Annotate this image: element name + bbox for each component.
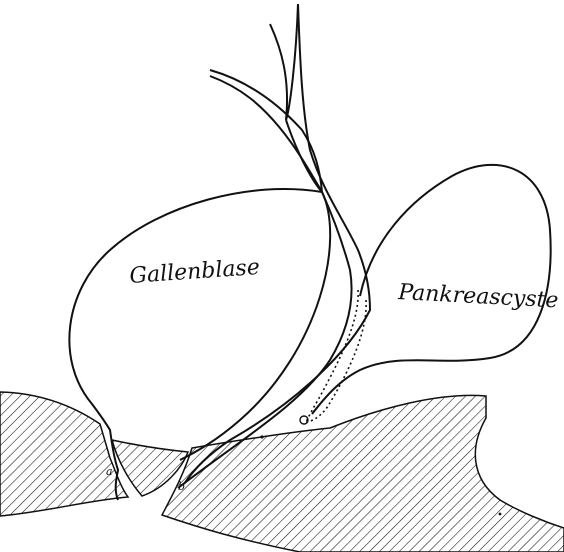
- hepatic-duct-left: [210, 70, 322, 192]
- tissue-left-segment: [0, 392, 128, 516]
- dotted-pancreatic-duct: [300, 290, 366, 424]
- marker-b-label: b: [178, 480, 185, 493]
- speck-mark: [499, 513, 502, 516]
- pancreatic-cyst-label: Pankreascyste: [397, 280, 559, 313]
- gallbladder-label: Gallenblase: [129, 255, 261, 289]
- tissue-right-segment: [162, 395, 564, 552]
- speck-mark: [260, 435, 263, 438]
- marker-a-label: a: [106, 465, 113, 478]
- intestine-wall: [0, 392, 564, 552]
- dotted-duct-inner: [306, 300, 366, 422]
